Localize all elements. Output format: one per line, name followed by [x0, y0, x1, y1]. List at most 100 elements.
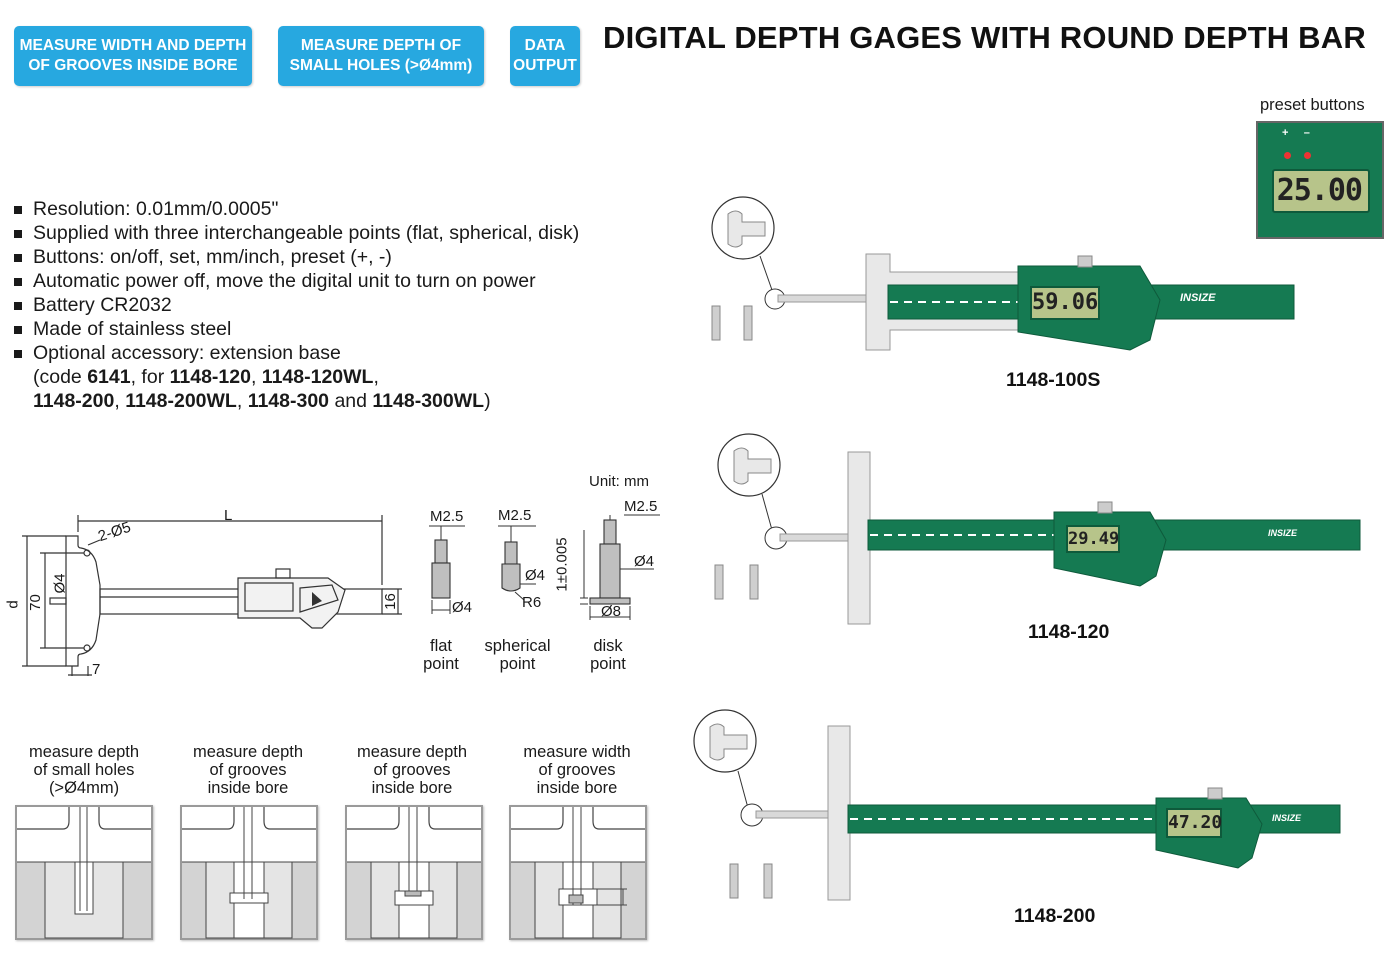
application-caption: measure depth of grooves inside bore — [342, 743, 482, 797]
note-text: , — [373, 366, 379, 388]
model-label: 1148-100S — [1006, 369, 1101, 391]
unit-label: Unit: mm — [589, 473, 649, 490]
application-image-grooves-1 — [180, 805, 318, 940]
points-drawing — [429, 514, 660, 620]
feature-item: Resolution: 0.01mm/0.0005" — [14, 197, 664, 221]
dim-7: 7 — [92, 661, 101, 678]
caption-line: measure depth — [28, 743, 140, 761]
badge-line: SMALL HOLES (>Ø4mm) — [289, 57, 473, 74]
application-caption: measure depth of small holes (>Ø4mm) — [14, 743, 154, 797]
application-image-grooves-2 — [345, 805, 483, 940]
note-text: , — [236, 390, 248, 412]
disk-tolerance: 1±0.005 — [553, 537, 571, 592]
product-1148-200 — [693, 709, 1341, 901]
caption-line: of small holes — [33, 761, 135, 779]
model-ref: 1148-120 — [169, 366, 251, 388]
feature-item: Optional accessory: extension base — [14, 341, 664, 365]
page-title: DIGITAL DEPTH GAGES WITH ROUND DEPTH BAR — [603, 20, 1366, 55]
caption-line: inside bore — [207, 779, 289, 797]
feature-list: Resolution: 0.01mm/0.0005" Supplied with… — [14, 197, 664, 413]
label-line: point — [423, 655, 459, 673]
lcd-display: 29.49 — [1066, 525, 1120, 553]
note-text: , — [114, 390, 126, 412]
caption-line: inside bore — [536, 779, 618, 797]
disk-point-label: disk point — [583, 637, 633, 673]
label-line: flat — [429, 637, 452, 655]
plus-button-icon — [1284, 152, 1291, 159]
spherical-point-label: spherical point — [480, 637, 555, 673]
preset-buttons-label: preset buttons — [1260, 96, 1365, 114]
caption-line: of grooves — [538, 761, 616, 779]
feature-item: Buttons: on/off, set, mm/inch, preset (+… — [14, 245, 664, 269]
model-ref: 1148-200 — [33, 390, 115, 412]
caption-line: (>Ø4mm) — [48, 779, 120, 797]
badge-line: MEASURE DEPTH OF — [300, 37, 462, 54]
lcd-display: 47.20 — [1166, 808, 1222, 838]
label-line: spherical — [484, 637, 551, 655]
dim-16: 16 — [381, 593, 399, 610]
accessory-code: 6141 — [87, 366, 131, 388]
note-text: , for — [130, 366, 170, 388]
dimension-drawing — [22, 515, 402, 676]
application-caption: measure width of grooves inside bore — [507, 743, 647, 797]
dim-length: L — [224, 507, 233, 524]
note-text: , — [250, 366, 262, 388]
inset-lcd: 25.00 — [1272, 169, 1370, 213]
caption-line: of grooves — [209, 761, 287, 779]
caption-line: measure depth — [192, 743, 304, 761]
badge-data-output: DATA OUTPUT — [510, 26, 580, 86]
groove-diagram — [182, 807, 316, 939]
label-line: point — [590, 655, 626, 673]
badge-line: OF GROOVES INSIDE BORE — [28, 57, 238, 74]
badge-line: OUTPUT — [513, 57, 577, 74]
caption-line: of grooves — [373, 761, 451, 779]
badge-line: DATA — [524, 37, 566, 54]
brand-logo: INSIZE — [1272, 813, 1302, 823]
feature-item: Supplied with three interchangeable poin… — [14, 221, 664, 245]
preset-inset: + – 25.00 — [1256, 121, 1384, 239]
application-caption: measure depth of grooves inside bore — [178, 743, 318, 797]
caption-line: measure width — [523, 743, 631, 761]
note-text: (code — [33, 366, 88, 388]
note-text: ) — [484, 390, 491, 412]
accessory-note-line-1: (code 6141, for 1148-120, 1148-120WL, — [14, 365, 664, 389]
badge-depth-small-holes: MEASURE DEPTH OF SMALL HOLES (>Ø4mm) — [278, 26, 484, 86]
feature-item: Automatic power off, move the digital un… — [14, 269, 664, 293]
caption-line: measure depth — [356, 743, 468, 761]
label-line: disk — [593, 637, 623, 655]
note-text: and — [329, 390, 373, 412]
small-hole-diagram — [17, 807, 151, 939]
model-ref: 1148-300 — [247, 390, 330, 412]
model-label: 1148-120 — [1028, 621, 1110, 643]
model-ref: 1148-200WL — [125, 390, 237, 412]
disk-base-dia: Ø8 — [601, 603, 622, 620]
disk-thread: M2.5 — [624, 498, 658, 515]
label-line: point — [499, 655, 536, 673]
groove-width-diagram — [511, 807, 645, 939]
lcd-display: 59.06 — [1030, 286, 1100, 320]
plus-minus-marks: + – — [1282, 127, 1310, 139]
badge-line: MEASURE WIDTH AND DEPTH — [19, 37, 247, 54]
sph-dia: Ø4 — [525, 567, 546, 584]
caption-line: inside bore — [371, 779, 453, 797]
flat-dia: Ø4 — [452, 599, 473, 616]
model-ref: 1148-120WL — [261, 366, 374, 388]
dim-70: 70 — [26, 594, 44, 611]
badge-width-depth-grooves: MEASURE WIDTH AND DEPTH OF GROOVES INSID… — [14, 26, 252, 86]
dim-d: d — [4, 600, 22, 609]
feature-item: Made of stainless steel — [14, 317, 664, 341]
model-ref: 1148-300WL — [372, 390, 485, 412]
groove-diagram — [347, 807, 481, 939]
flat-point-label: flat point — [416, 637, 466, 673]
application-image-small-holes — [15, 805, 153, 940]
disk-dia: Ø4 — [634, 553, 655, 570]
brand-logo: INSIZE — [1268, 528, 1298, 538]
application-image-width-grooves — [509, 805, 647, 940]
sph-radius: R6 — [522, 594, 542, 611]
model-label: 1148-200 — [1014, 905, 1096, 927]
flat-thread: M2.5 — [430, 508, 464, 525]
brand-logo: INSIZE — [1180, 292, 1216, 304]
sph-thread: M2.5 — [498, 507, 532, 524]
accessory-note-line-2: 1148-200, 1148-200WL, 1148-300 and 1148-… — [14, 389, 664, 413]
dim-dia4: Ø4 — [51, 573, 69, 594]
